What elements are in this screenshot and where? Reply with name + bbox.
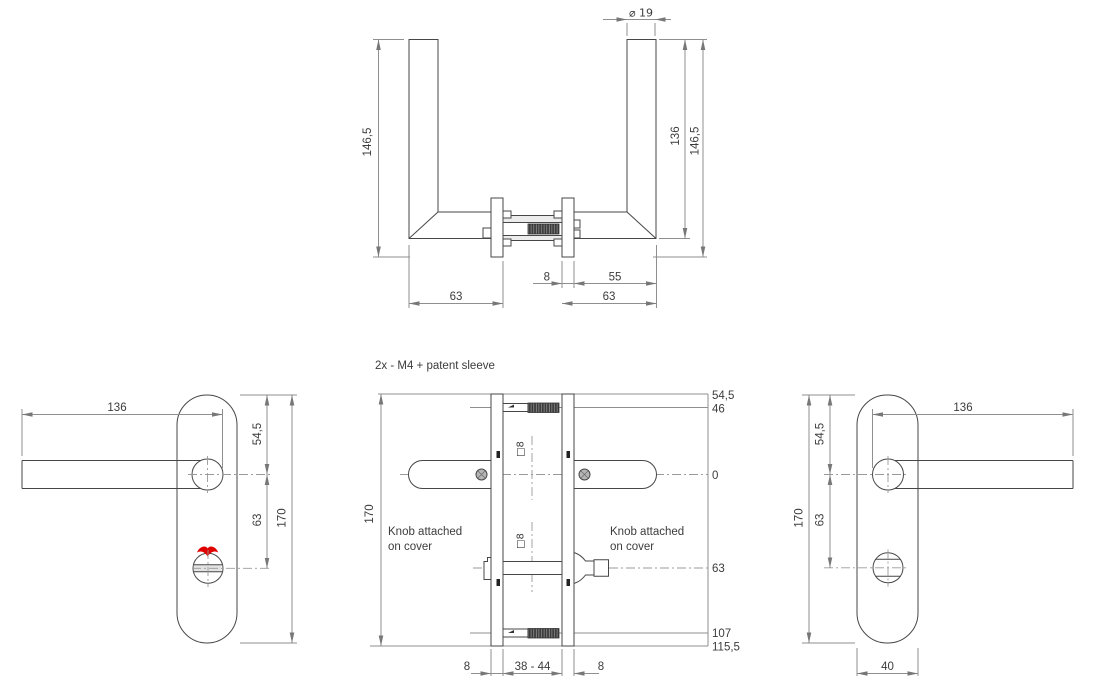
dim-label-lever-length: 136 <box>953 402 972 414</box>
spindle-end-left <box>482 227 492 239</box>
dim-label-width-right: 63 <box>603 291 616 303</box>
ordinate-107: 107 <box>712 628 731 640</box>
dim-label-plate-height: 170 <box>277 508 289 527</box>
dim-label-square-spindle-bottom: □8 <box>516 533 527 549</box>
right-lever-miter-line <box>626 211 657 239</box>
left-cover-plate <box>490 393 504 647</box>
right-rose <box>561 197 575 258</box>
screw-head <box>578 468 591 481</box>
plate-hole-mark <box>566 579 570 586</box>
dim-label-height-outer: 146,5 <box>690 127 702 156</box>
left-lever-outline <box>408 39 492 239</box>
dim-label-knob-offset: 63 <box>815 514 827 527</box>
turn-knob-profile <box>573 551 609 585</box>
cover-plate <box>856 394 919 644</box>
left-front-view: 136 54,5 63 170 <box>21 394 297 644</box>
dim-label-top-offset: 54,5 <box>815 423 827 445</box>
ordinate-545: 54,5 <box>712 390 734 402</box>
note-knob-left-line1: Knob attached <box>388 526 462 538</box>
dim-label-square-spindle-top: □8 <box>516 441 527 457</box>
dim-label-lever-length: 136 <box>107 402 126 414</box>
plate-hole-mark <box>496 451 500 458</box>
dim-label-plate-width: 40 <box>881 661 894 673</box>
spindle-end-right <box>573 229 581 239</box>
dim-label-rose-thickness: 8 <box>544 272 550 284</box>
top-screw-tip <box>508 404 514 408</box>
screw-head <box>475 468 488 481</box>
left-rose <box>490 197 504 258</box>
note-knob-right-line2: on cover <box>610 541 654 553</box>
note-knob-left-line2: on cover <box>388 541 432 553</box>
dim-label-door-thickness: 38 - 44 <box>515 661 551 673</box>
spindle-end-right <box>573 219 581 229</box>
top-screw-thread <box>527 402 560 413</box>
threaded-spindle <box>527 223 560 235</box>
plate-hole-mark <box>496 579 500 586</box>
sleeve-tab <box>553 210 563 219</box>
right-lever-side <box>574 460 657 489</box>
top-view: ⌀ 19 146,5 136 146,5 8 55 <box>362 7 707 308</box>
dim-label-plate-thickness-left: 8 <box>464 661 470 673</box>
dim-label-plate-height: 170 <box>794 508 806 527</box>
ordinate-0: 0 <box>712 470 718 482</box>
right-cover-plate <box>561 393 575 647</box>
ordinate-1155: 115,5 <box>712 642 740 654</box>
right-front-view: 136 54,5 63 170 40 <box>794 394 1074 676</box>
dim-label-diameter: ⌀ 19 <box>629 7 653 20</box>
top-view-dimensions: ⌀ 19 146,5 136 146,5 8 55 <box>362 7 707 308</box>
note-knob-right-line1: Knob attached <box>610 526 684 538</box>
dim-label-top-offset: 54,5 <box>252 423 264 445</box>
section-view: 170 □8 □8 Knob attached on cover Knob at… <box>364 390 740 676</box>
sleeve-tab <box>553 238 563 247</box>
sleeve-tab <box>502 238 512 247</box>
sleeve-tab <box>502 210 512 219</box>
bottom-screw-thread <box>527 628 560 639</box>
left-lever-side <box>408 460 491 489</box>
cover-plate <box>176 394 238 644</box>
dim-label-plate-thickness-right: 8 <box>598 661 604 673</box>
right-lever-outline <box>573 39 657 239</box>
dim-label-section-height: 170 <box>364 504 376 523</box>
mounting-note: 2x - M4 + patent sleeve <box>375 360 495 372</box>
spindle-square-end <box>483 557 492 580</box>
dim-label-grip-offset: 55 <box>609 272 622 284</box>
dim-label-width-left: 63 <box>450 291 463 303</box>
dim-label-height-inner: 136 <box>670 126 682 145</box>
dim-label-knob-offset: 63 <box>252 514 264 527</box>
left-lever-miter-line <box>408 211 439 239</box>
ordinate-46: 46 <box>712 404 725 416</box>
bottom-screw-tip <box>508 630 514 633</box>
dim-label-height-left: 146,5 <box>362 128 374 157</box>
knob-spindle-shaft <box>502 561 563 575</box>
plate-hole-mark <box>566 451 570 458</box>
ordinate-63: 63 <box>712 563 725 575</box>
